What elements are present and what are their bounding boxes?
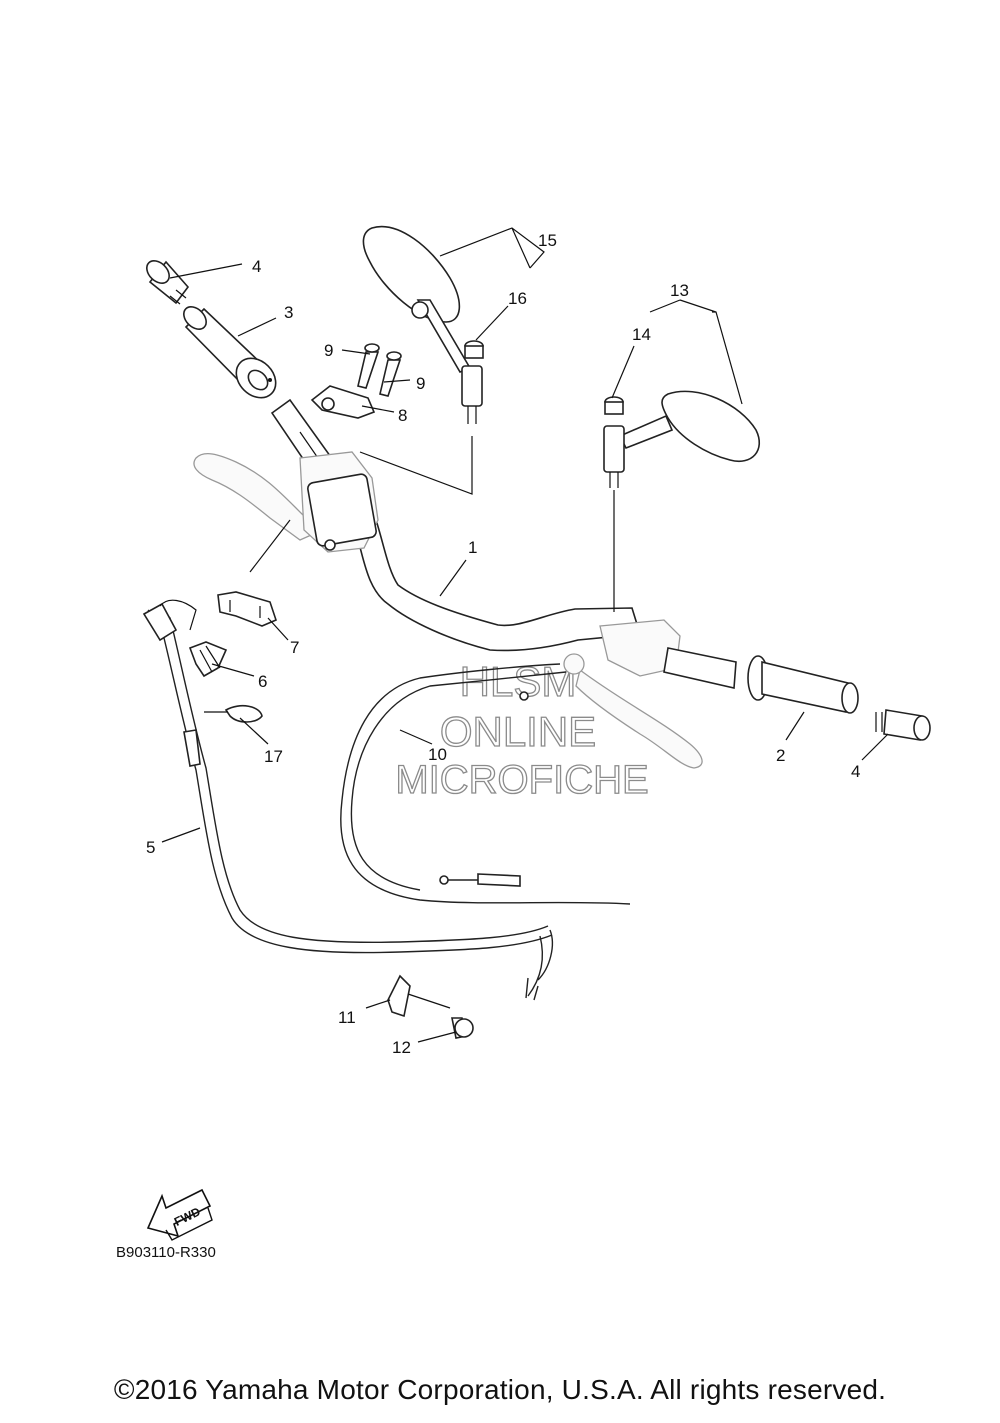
leader-lines	[161, 227, 889, 1043]
clamp-part-6	[188, 641, 228, 678]
left-lever-holder	[193, 451, 379, 553]
callout-8: 8	[398, 406, 407, 425]
callout-14: 14	[632, 325, 651, 344]
right-mirror-part-13	[603, 390, 761, 488]
left-bar-end-part-4	[146, 260, 190, 305]
callout-6: 6	[258, 672, 267, 691]
callout-5: 5	[146, 838, 155, 857]
watermark-line-3: MICROFICHE	[395, 758, 648, 802]
left-mirror-part-15	[362, 225, 483, 424]
watermark-line-2: ONLINE	[440, 708, 596, 755]
callout-9-upper: 9	[324, 341, 333, 360]
holder-guide	[249, 519, 291, 573]
upper-holder-part-8	[310, 385, 376, 419]
locknut-part-14	[604, 396, 624, 415]
callout-2: 2	[776, 746, 785, 765]
watermark-line-1: HLSM	[460, 658, 577, 705]
clutch-cable-part-5	[142, 599, 554, 1001]
callout-4-left: 4	[252, 257, 261, 276]
left-grip-part-3	[183, 306, 277, 399]
callout-9-lower: 9	[416, 374, 425, 393]
callout-13: 13	[670, 281, 689, 300]
callout-1: 1	[468, 538, 477, 557]
diagram-code: B903110-R330	[116, 1244, 216, 1261]
callout-16: 16	[508, 289, 527, 308]
callout-17: 17	[264, 747, 283, 766]
callout-3: 3	[284, 303, 293, 322]
callout-11: 11	[338, 1008, 356, 1027]
fwd-arrow-icon: FWD	[146, 1188, 213, 1241]
callout-10: 10	[428, 745, 447, 764]
right-grip-part-2	[663, 647, 859, 714]
callout-7: 7	[290, 638, 299, 657]
lower-holder-part-7	[217, 591, 277, 627]
bolts-part-9	[357, 343, 402, 397]
throttle-cable-part-10	[340, 663, 631, 905]
callout-4-right: 4	[851, 762, 860, 781]
bracket-part-11	[387, 974, 451, 1018]
callout-12: 12	[392, 1038, 411, 1057]
watermark: HLSM ONLINE MICROFICHE	[395, 657, 650, 802]
clip-part-17	[224, 704, 263, 723]
right-bar-end-part-4	[875, 709, 931, 741]
copyright-notice: ©2016 Yamaha Motor Corporation, U.S.A. A…	[113, 1374, 887, 1405]
callout-labels: 1 2 3 4 4 5 6 7 8 9 9 10 11 12 13 14 15 …	[146, 231, 860, 1057]
bolt-part-12	[451, 1017, 474, 1039]
locknut-part-16	[464, 340, 484, 359]
mirror-guide-left	[359, 436, 473, 495]
callout-15: 15	[538, 231, 557, 250]
right-lever-holder	[563, 619, 703, 769]
